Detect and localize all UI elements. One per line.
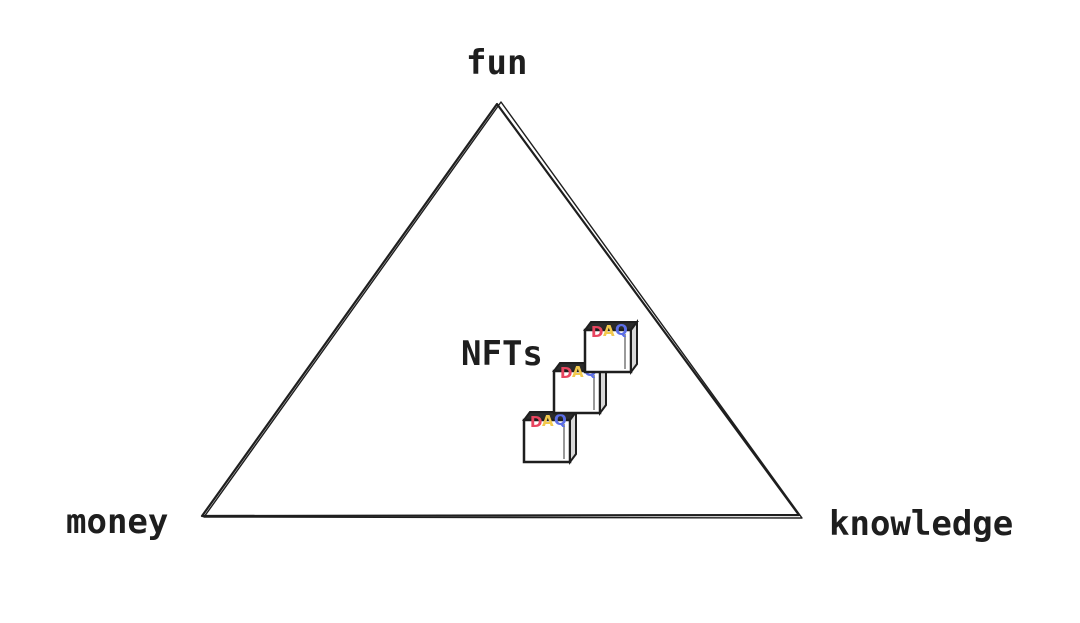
cube-letter: A — [542, 412, 554, 430]
cube-side-face — [630, 319, 638, 375]
cube-letter: D — [560, 364, 572, 382]
cube-letter: D — [591, 323, 603, 341]
cube-letter: Q — [554, 411, 567, 429]
cube-front-face — [522, 418, 572, 464]
nft-cube-icon: DAQ — [552, 360, 608, 416]
cube-letter: D — [530, 413, 542, 431]
vertex-label-money: money — [66, 502, 169, 542]
cube-letter: A — [603, 322, 615, 340]
nfts-label: NFTs — [461, 334, 543, 374]
triangle-outline-1 — [200, 102, 801, 518]
vertex-label-fun: fun — [466, 43, 528, 83]
cube-letter: A — [572, 363, 584, 381]
nft-cubes: DAQDAQDAQ — [522, 319, 639, 465]
cube-front-face — [552, 369, 602, 415]
vertex-label-knowledge: knowledge — [829, 504, 1014, 544]
triangle — [200, 101, 803, 519]
cube-side-face — [569, 409, 577, 465]
cube-front-face — [583, 328, 633, 374]
triangle-outline-2 — [203, 101, 803, 519]
cube-letter: Q — [615, 321, 628, 339]
